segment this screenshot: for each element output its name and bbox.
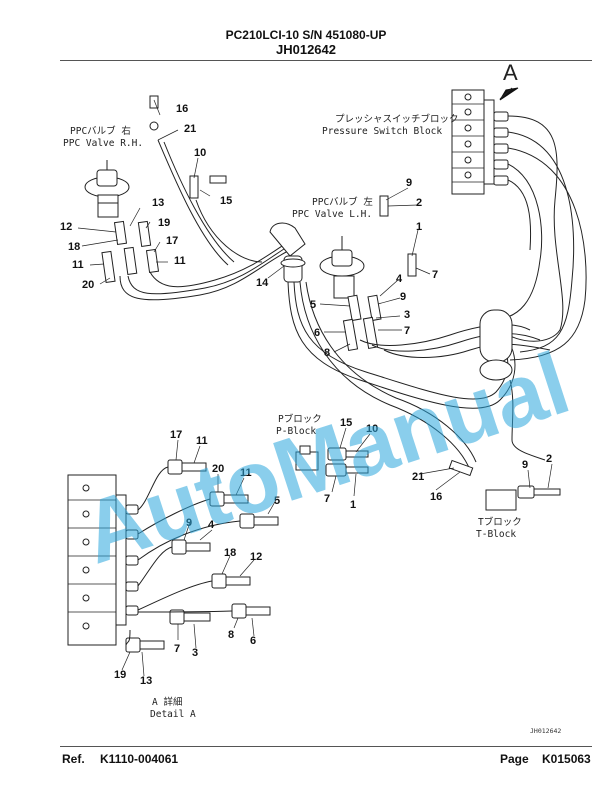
callout-9-c: 9 bbox=[522, 459, 528, 471]
callout-8-b: 8 bbox=[228, 629, 234, 641]
view-arrow-shaft bbox=[499, 87, 513, 100]
callout-13: 13 bbox=[152, 197, 164, 209]
callout-9-d: 9 bbox=[186, 517, 192, 529]
detail-a-block[interactable] bbox=[67, 474, 139, 646]
model-title: PC210LCI-10 S/N 451080-UP bbox=[225, 28, 387, 42]
callout-4: 4 bbox=[396, 273, 403, 285]
callout-15: 15 bbox=[220, 195, 232, 207]
view-arrow-icon bbox=[499, 87, 519, 101]
detail-a-fittings[interactable] bbox=[125, 459, 279, 653]
ppc-valve-lh[interactable] bbox=[319, 236, 365, 299]
callout-5: 5 bbox=[310, 299, 316, 311]
callout-11-b: 11 bbox=[174, 255, 186, 267]
t-block-label-jp: Tブロック bbox=[478, 516, 522, 528]
drawing-code-small: JH012642 bbox=[530, 727, 561, 735]
callout-9-b: 9 bbox=[400, 291, 406, 303]
callout-20: 20 bbox=[82, 279, 94, 291]
callout-1: 1 bbox=[416, 221, 422, 233]
ppc-rh-label-en: PPC Valve R.H. bbox=[63, 138, 143, 149]
leader-lines bbox=[77, 99, 553, 677]
lh-fittings[interactable] bbox=[342, 195, 417, 352]
ppc-rh-label-jp: PPCバルブ 右 bbox=[70, 125, 131, 137]
callout-7: 7 bbox=[432, 269, 438, 281]
callout-14: 14 bbox=[256, 277, 269, 289]
hose-clamp[interactable] bbox=[479, 309, 513, 381]
callout-12-b: 12 bbox=[250, 551, 262, 563]
drawing-number: JH012642 bbox=[276, 42, 336, 57]
pressure-switch-block[interactable] bbox=[451, 89, 509, 195]
page-value: K015063 bbox=[542, 752, 591, 766]
callout-9: 9 bbox=[406, 177, 412, 189]
callout-12: 12 bbox=[60, 221, 72, 233]
callout-21-b: 21 bbox=[412, 471, 424, 483]
callout-7-c: 7 bbox=[324, 493, 330, 505]
ppc-lh-label-jp: PPCバルブ 左 bbox=[312, 196, 373, 208]
switch-block-hoses bbox=[489, 115, 587, 361]
detail-a-label-jp: A 詳細 bbox=[152, 696, 182, 708]
callout-1-b: 1 bbox=[350, 499, 356, 511]
t-block-label-en: T-Block bbox=[476, 529, 516, 540]
callout-2: 2 bbox=[416, 197, 422, 209]
callout-11-c: 11 bbox=[196, 435, 208, 447]
rh-hoses bbox=[119, 139, 295, 301]
p-block[interactable] bbox=[295, 445, 369, 477]
callout-6-b: 6 bbox=[250, 635, 256, 647]
ppc-valve-rh[interactable] bbox=[84, 160, 130, 218]
detail-a-hoses bbox=[125, 466, 241, 646]
callout-3: 3 bbox=[404, 309, 410, 321]
callout-11: 11 bbox=[72, 259, 84, 271]
callout-15-b: 15 bbox=[340, 417, 352, 429]
page-label: Page bbox=[500, 752, 529, 766]
footer-rule bbox=[60, 746, 592, 747]
detail-a-letter: A bbox=[503, 60, 518, 85]
ref-label: Ref. bbox=[62, 752, 85, 766]
callout-numbers: 16 21 10 15 13 19 12 18 17 11 11 20 14 9… bbox=[60, 103, 552, 687]
callout-8: 8 bbox=[324, 347, 330, 359]
ppc-lh-label-en: PPC Valve L.H. bbox=[292, 209, 372, 220]
ref-value: K1110-004061 bbox=[100, 752, 179, 766]
watermark: AutoManual bbox=[71, 333, 580, 583]
callout-18-b: 18 bbox=[224, 547, 236, 559]
callout-10-b: 10 bbox=[366, 423, 378, 435]
callout-18: 18 bbox=[68, 241, 80, 253]
callout-16: 16 bbox=[176, 103, 188, 115]
pressure-switch-label-en: Pressure Switch Block bbox=[322, 126, 442, 137]
callout-2-b: 2 bbox=[546, 453, 552, 465]
callout-5-b: 5 bbox=[274, 495, 280, 507]
callout-13-b: 13 bbox=[140, 675, 152, 687]
callout-7-d: 7 bbox=[174, 643, 180, 655]
t-block[interactable] bbox=[448, 459, 561, 511]
callout-17-b: 17 bbox=[170, 429, 182, 441]
callout-6: 6 bbox=[314, 327, 320, 339]
rh-fittings[interactable] bbox=[101, 95, 227, 283]
callout-19-b: 19 bbox=[114, 669, 126, 681]
callout-17: 17 bbox=[166, 235, 178, 247]
callout-11-d: 11 bbox=[240, 467, 252, 479]
callout-4-b: 4 bbox=[208, 519, 215, 531]
pressure-switch-label-jp: プレッシャスイッチブロック bbox=[335, 113, 459, 125]
detail-a-label-en: Detail A bbox=[150, 709, 196, 720]
p-block-label-en: P-Block bbox=[276, 426, 316, 437]
header-rule bbox=[60, 60, 592, 61]
callout-20-b: 20 bbox=[212, 463, 224, 475]
callout-21: 21 bbox=[184, 123, 196, 135]
callout-19: 19 bbox=[158, 217, 170, 229]
callout-10: 10 bbox=[194, 147, 206, 159]
p-block-label-jp: Pブロック bbox=[278, 413, 322, 425]
callout-3-b: 3 bbox=[192, 647, 198, 659]
callout-16-b: 16 bbox=[430, 491, 442, 503]
callout-7-b: 7 bbox=[404, 325, 410, 337]
elbow-connector[interactable] bbox=[269, 222, 306, 283]
